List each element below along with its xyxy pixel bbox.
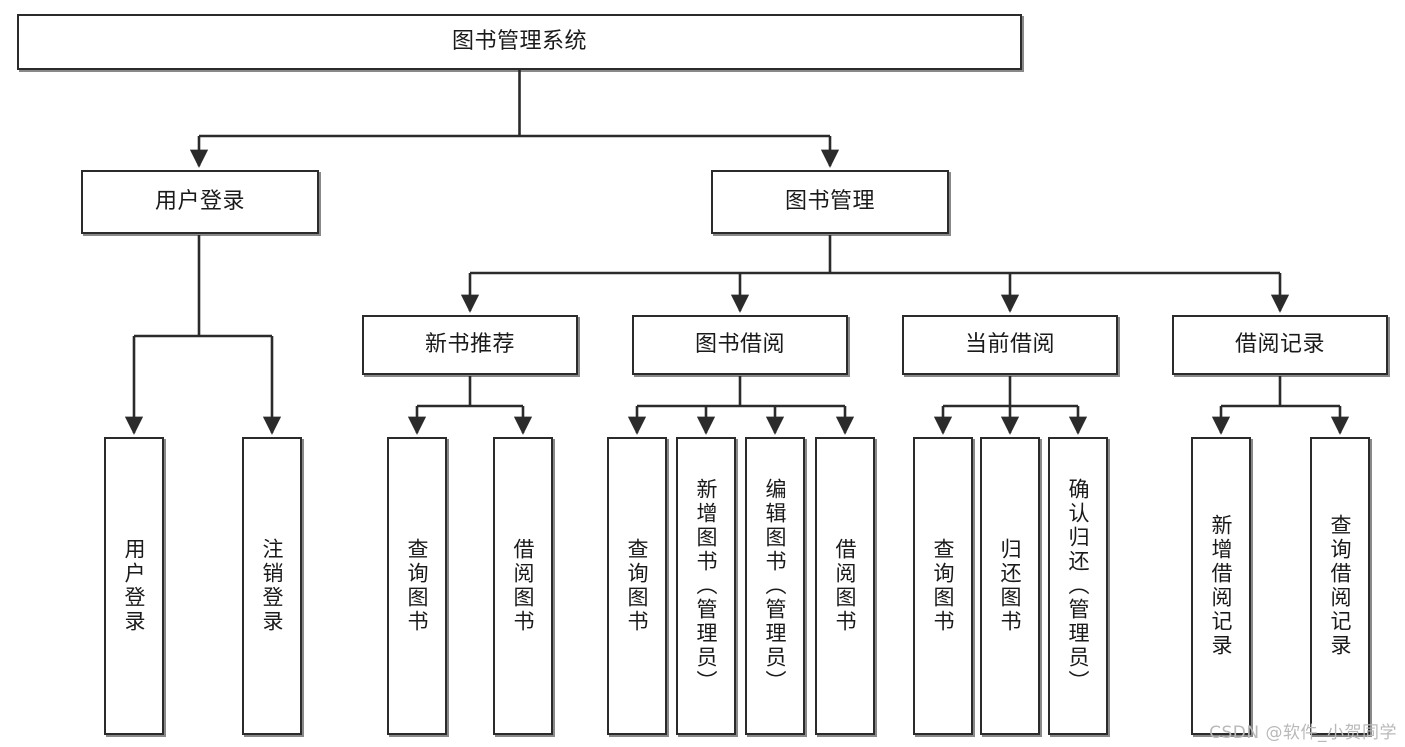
leaf-borrow-record-query-label: 查询借阅记录 (1328, 514, 1353, 658)
leaf-book-borrow-edit-label: 编辑图书（管理员） (763, 478, 788, 694)
leaf-book-borrow-borrow[interactable]: 借阅图书 (815, 437, 875, 735)
leaf-user-login-login-label: 用户登录 (122, 538, 147, 634)
leaf-new-book-query-label: 查询图书 (405, 538, 430, 634)
leaf-book-borrow-edit[interactable]: 编辑图书（管理员） (745, 437, 805, 735)
leaf-current-borrow-query-label: 查询图书 (931, 538, 956, 634)
leaf-current-borrow-return[interactable]: 归还图书 (980, 437, 1040, 735)
leaf-book-borrow-query[interactable]: 查询图书 (607, 437, 667, 735)
leaf-user-login-logout-label: 注销登录 (260, 538, 285, 634)
leaf-current-borrow-return-label: 归还图书 (998, 538, 1023, 634)
node-book-manage-label: 图书管理 (784, 188, 875, 214)
node-user-login[interactable]: 用户登录 (81, 170, 319, 234)
leaf-book-borrow-query-label: 查询图书 (625, 538, 650, 634)
leaf-user-login-logout[interactable]: 注销登录 (242, 437, 302, 735)
node-new-book-recommend[interactable]: 新书推荐 (362, 315, 578, 375)
node-borrow-record[interactable]: 借阅记录 (1172, 315, 1388, 375)
node-root-system-label: 图书管理系统 (451, 28, 587, 54)
leaf-borrow-record-query[interactable]: 查询借阅记录 (1310, 437, 1370, 735)
leaf-book-borrow-add[interactable]: 新增图书（管理员） (676, 437, 736, 735)
node-book-borrow[interactable]: 图书借阅 (632, 315, 848, 375)
leaf-book-borrow-borrow-label: 借阅图书 (833, 538, 858, 634)
leaf-new-book-query[interactable]: 查询图书 (387, 437, 447, 735)
leaf-current-borrow-confirm-return-label: 确认归还（管理员） (1066, 478, 1091, 694)
leaf-borrow-record-add-label: 新增借阅记录 (1209, 514, 1234, 658)
leaf-book-borrow-add-label: 新增图书（管理员） (694, 478, 719, 694)
leaf-new-book-borrow[interactable]: 借阅图书 (493, 437, 553, 735)
node-new-book-recommend-label: 新书推荐 (424, 331, 515, 357)
node-user-login-label: 用户登录 (154, 188, 245, 214)
node-root-system[interactable]: 图书管理系统 (17, 14, 1022, 70)
leaf-new-book-borrow-label: 借阅图书 (511, 538, 536, 634)
node-current-borrow-label: 当前借阅 (964, 331, 1055, 357)
leaf-current-borrow-query[interactable]: 查询图书 (913, 437, 973, 735)
node-book-manage[interactable]: 图书管理 (711, 170, 949, 234)
node-borrow-record-label: 借阅记录 (1234, 331, 1325, 357)
leaf-user-login-login[interactable]: 用户登录 (104, 437, 164, 735)
node-book-borrow-label: 图书借阅 (694, 331, 785, 357)
node-current-borrow[interactable]: 当前借阅 (902, 315, 1118, 375)
leaf-borrow-record-add[interactable]: 新增借阅记录 (1191, 437, 1251, 735)
leaf-current-borrow-confirm-return[interactable]: 确认归还（管理员） (1048, 437, 1108, 735)
